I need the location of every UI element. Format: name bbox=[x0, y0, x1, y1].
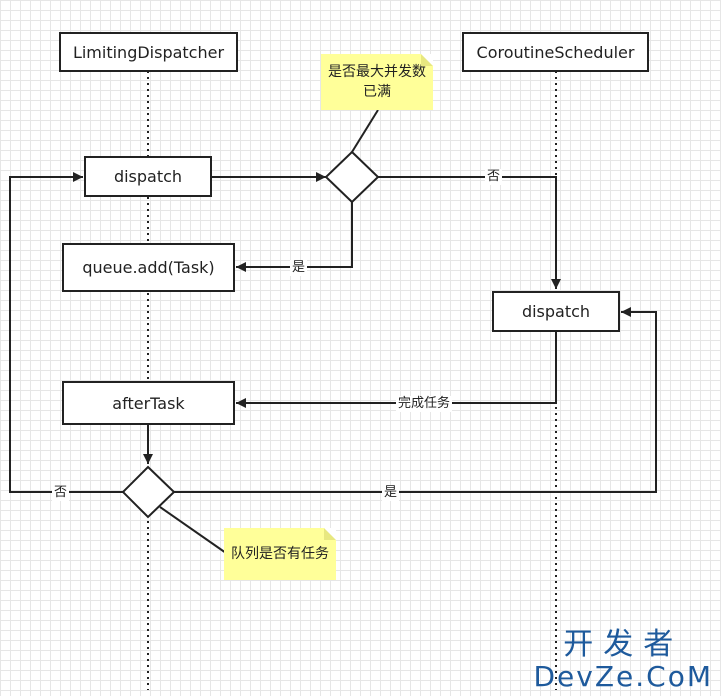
edge-decision-yes-to-queue bbox=[236, 202, 353, 272]
lifeline-header-coroutine-scheduler: CoroutineScheduler bbox=[462, 32, 649, 72]
decision-queue-has-task bbox=[121, 465, 176, 519]
after-task-box: afterTask bbox=[62, 381, 235, 425]
note-fold bbox=[324, 528, 336, 540]
note-connector-bottom bbox=[159, 506, 227, 554]
edge-label-no-top: 否 bbox=[485, 169, 503, 185]
dispatch-left-box: dispatch bbox=[84, 156, 212, 197]
edge-label-complete-task: 完成任务 bbox=[396, 396, 453, 412]
edge-bottom-no-loop bbox=[9, 172, 123, 493]
note-max-concurrency: 是否最大并发数已满 bbox=[321, 54, 433, 110]
edge-label-no-bottom: 否 bbox=[52, 485, 70, 501]
note-fold bbox=[421, 54, 433, 66]
site-watermark-logo: 开发者 DevZe.CoM bbox=[533, 628, 713, 692]
dispatch-right-box: dispatch bbox=[492, 291, 620, 332]
decision-max-concurrency bbox=[324, 150, 380, 204]
note-max-concurrency-text: 是否最大并发数已满 bbox=[328, 64, 426, 100]
watermark-top-text: 开发者 bbox=[563, 627, 684, 662]
watermark-bottom-text: DevZe.CoM bbox=[533, 660, 713, 693]
edge-bottom-yes-loop bbox=[174, 307, 657, 493]
note-queue-has-task: 队列是否有任务 bbox=[224, 528, 336, 580]
note-connector-top bbox=[351, 109, 379, 153]
lifeline-header-limiting-dispatcher: LimitingDispatcher bbox=[59, 32, 238, 72]
edge-decision-no-to-scheduler bbox=[378, 176, 561, 289]
edge-label-yes-bottom: 是 bbox=[382, 485, 400, 501]
edge-scheduler-to-aftertask bbox=[236, 332, 557, 408]
queue-add-box: queue.add(Task) bbox=[62, 243, 235, 292]
edge-label-yes-top: 是 bbox=[290, 260, 308, 276]
note-queue-has-task-text: 队列是否有任务 bbox=[231, 546, 329, 562]
